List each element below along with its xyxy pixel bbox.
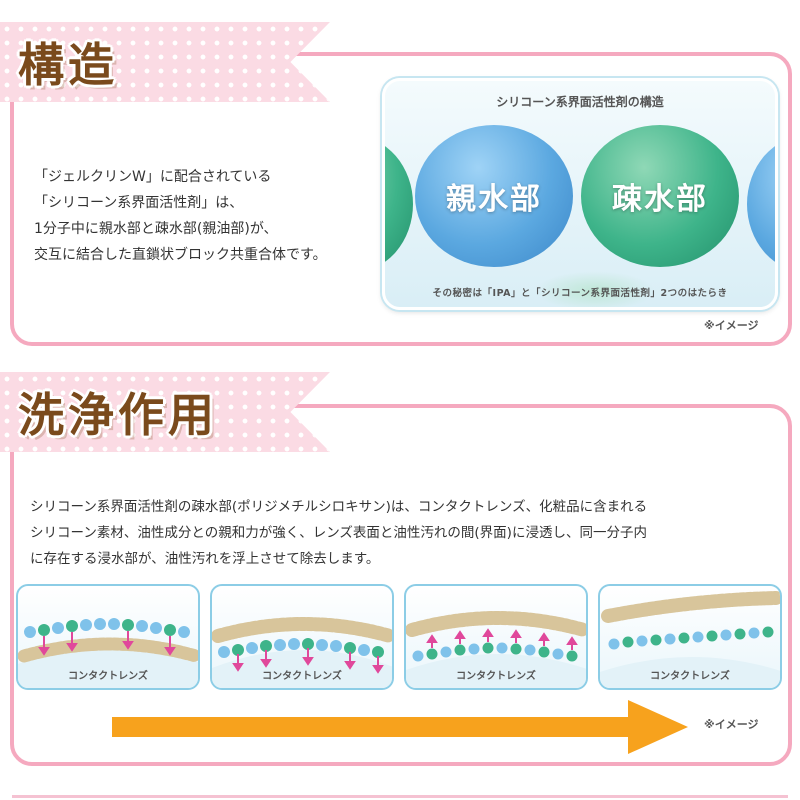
contact-lens-label: コンタクトレンズ	[650, 671, 730, 682]
diagram-caption: その秘密は「IPA」と「シリコーン系界面活性剤」2つのはたらき	[432, 288, 728, 299]
contact-lens-label: コンタクトレンズ	[456, 671, 536, 682]
cleaning-body-line: に存在する浸水部が、油性汚れを浮上させて除去します。	[30, 551, 380, 567]
hydrophobic-label: 疎水部	[612, 182, 708, 217]
cleaning-body-line: シリコーン系界面活性剤の疎水部(ポリジメチルシロキサン)は、コンタクトレンズ、化…	[30, 499, 648, 515]
cleaning-heading-tab: 洗浄作用	[0, 372, 330, 452]
surfactant-molecules	[218, 638, 384, 658]
cleaning-body-text: シリコーン系界面活性剤の疎水部(ポリジメチルシロキサン)は、コンタクトレンズ、化…	[30, 494, 647, 572]
hydrophilic-label: 親水部	[446, 182, 542, 217]
structure-image-note: ※イメージ	[704, 319, 759, 332]
bottom-divider	[12, 795, 788, 798]
cleaning-step-panel-2: コンタクトレンズ	[210, 584, 394, 690]
process-arrow-shaft	[112, 717, 632, 737]
structure-heading: 構造	[18, 38, 118, 92]
step-1-illustration	[18, 618, 198, 688]
structure-body-text: 「ジェルクリンW」に配合されている 「シリコーン系界面活性剤」は、 1分子中に親…	[34, 164, 327, 268]
cleaning-step-panel-4: コンタクトレンズ	[598, 584, 782, 690]
surfactant-molecules	[412, 642, 578, 662]
structure-heading-tab: 構造	[0, 22, 330, 102]
contact-lens-label: コンタクトレンズ	[262, 671, 342, 682]
surfactant-structure-diagram: シリコーン系界面活性剤の構造 親水部 疎水部 その秘密は「IPA」と「シリコーン…	[382, 78, 778, 310]
cleaning-step-panel-1: コンタクトレンズ	[16, 584, 200, 690]
hydrophobic-ellipse: 疎水部	[581, 125, 739, 267]
cleaning-image-note: ※イメージ	[704, 718, 759, 731]
hydrophilic-ellipse-partial	[747, 136, 775, 272]
structure-body-line: 「シリコーン系界面活性剤」は、	[34, 195, 244, 211]
contact-lens-label: コンタクトレンズ	[68, 671, 148, 682]
step-4-illustration	[600, 591, 780, 688]
surfactant-molecules	[608, 626, 774, 650]
structure-body-line: 1分子中に親水部と疎水部(親油部)が、	[34, 221, 278, 237]
step-2-illustration	[212, 617, 392, 688]
process-arrow-icon	[628, 700, 688, 754]
cleaning-step-panel-3: コンタクトレンズ	[404, 584, 588, 690]
cleaning-heading: 洗浄作用	[18, 388, 218, 442]
penetration-arrows	[232, 648, 384, 674]
structure-body-line: 「ジェルクリンW」に配合されている	[34, 169, 272, 185]
lift-arrows	[426, 628, 578, 650]
diagram-title: シリコーン系界面活性剤の構造	[496, 95, 664, 109]
hydrophilic-ellipse: 親水部	[415, 125, 573, 267]
cleaning-body-line: シリコーン素材、油性成分との親和力が強く、レンズ表面と油性汚れの間(界面)に浸透…	[30, 525, 647, 541]
step-3-illustration	[406, 611, 586, 688]
penetration-arrows	[38, 631, 176, 656]
surfactant-molecules	[24, 618, 190, 638]
diagram-bottom-glow	[535, 271, 655, 307]
structure-body-line: 交互に結合した直鎖状ブロック共重合体です。	[34, 247, 327, 263]
hydrophobic-ellipse-partial	[385, 136, 413, 272]
